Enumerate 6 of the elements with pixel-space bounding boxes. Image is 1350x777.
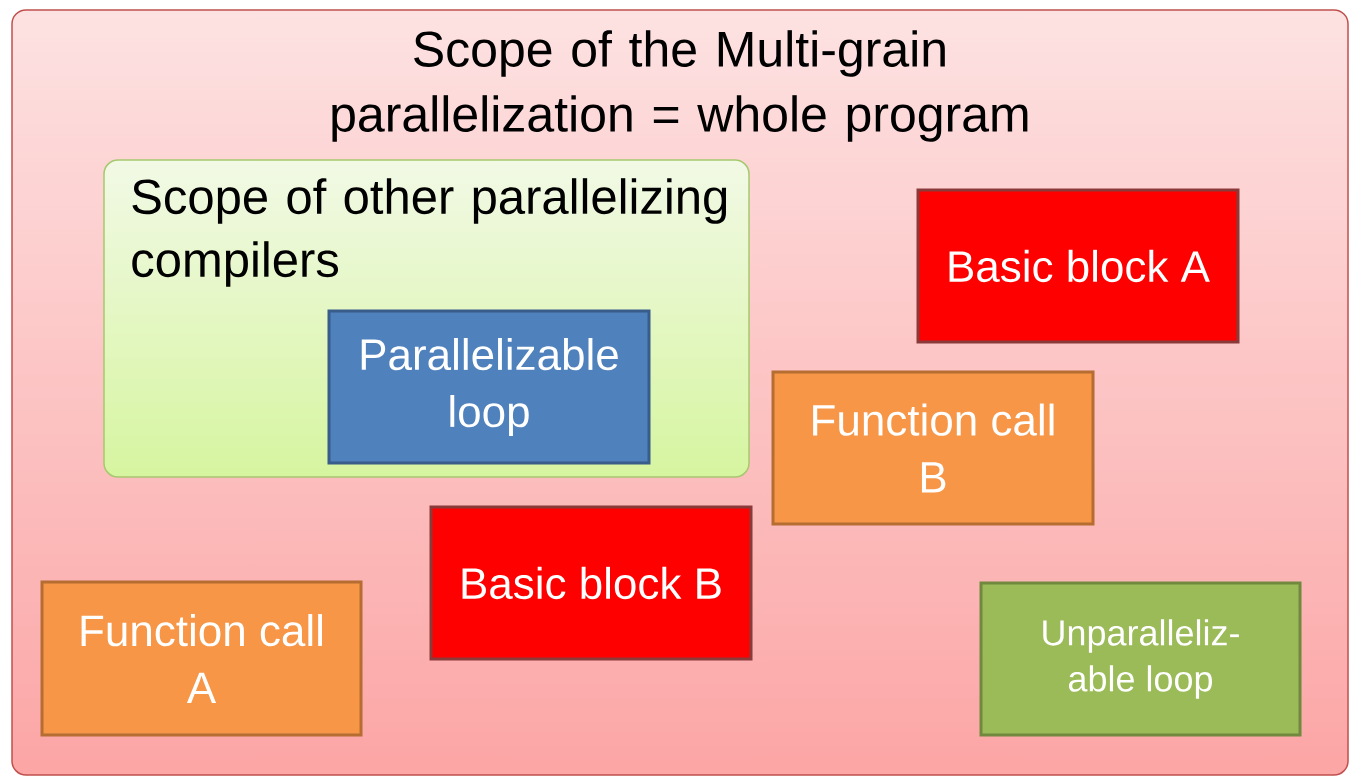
- program-block-box: Basic block A: [916, 188, 1240, 344]
- program-block-box: Unparalleliz-able loop: [979, 581, 1302, 737]
- program-block-box: Basic block B: [429, 505, 753, 661]
- program-block-box: Parallelizable loop: [327, 309, 651, 465]
- program-block-box: Function call B: [771, 370, 1095, 526]
- program-block-box: Function call A: [40, 580, 363, 737]
